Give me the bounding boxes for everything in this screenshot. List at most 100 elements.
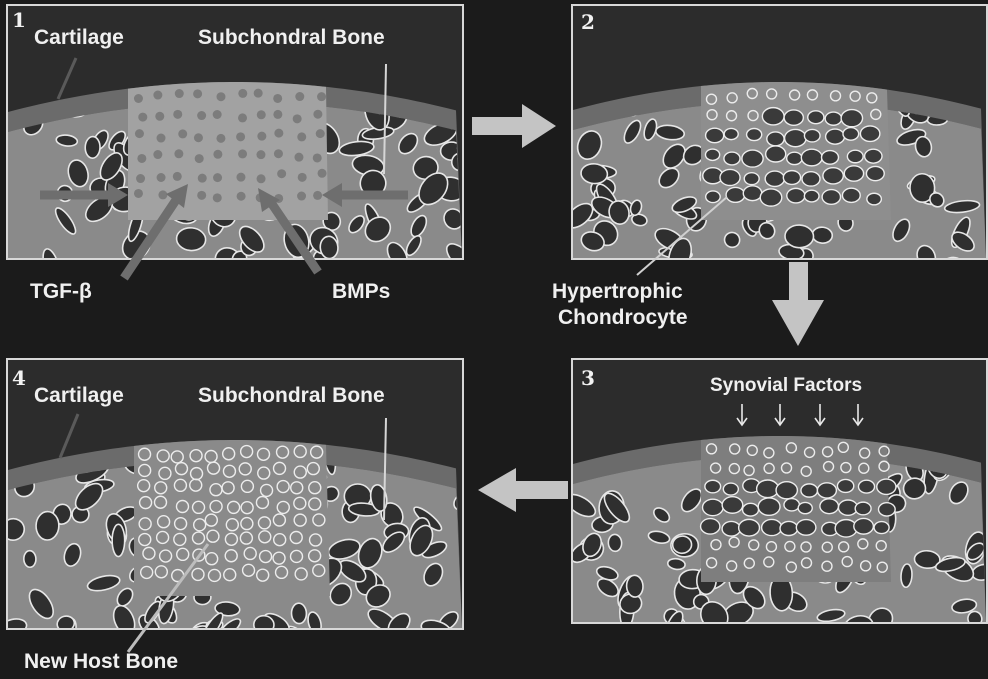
hypertrophic-chondrocyte xyxy=(766,146,786,162)
hypertrophic-chondrocyte xyxy=(867,193,882,205)
hypertrophic-chondrocyte xyxy=(760,189,782,206)
bmps-label: BMPs xyxy=(332,280,390,304)
cell xyxy=(134,94,143,103)
cell xyxy=(216,134,225,143)
hypertrophic-chondrocyte xyxy=(837,479,853,492)
hypertrophic-chondrocyte xyxy=(723,483,738,495)
panel-number: 1 xyxy=(12,8,26,32)
hypertrophic-chondrocyte xyxy=(726,187,745,202)
cell xyxy=(238,89,247,98)
cell xyxy=(194,133,203,142)
panel-number: 4 xyxy=(12,366,26,390)
marrow-space xyxy=(85,136,100,158)
cell xyxy=(293,114,302,123)
panel-1-subchondral-label: Subchondral Bone xyxy=(198,26,385,50)
cell xyxy=(138,113,147,122)
cell xyxy=(236,132,245,141)
hypertrophic-chondrocyte xyxy=(776,482,797,499)
cell xyxy=(197,191,206,200)
hypertrophic-chondrocyte xyxy=(783,171,800,185)
cell xyxy=(273,110,282,119)
panel-4-cartilage-label: Cartilage xyxy=(34,384,124,408)
hypertrophic-chondrocyte xyxy=(844,166,863,181)
cell xyxy=(178,129,187,138)
cell xyxy=(213,173,222,182)
cell xyxy=(216,92,225,101)
marrow-space xyxy=(36,511,60,540)
hypertrophic-chondrocyte xyxy=(874,522,889,534)
hypertrophic-chondrocyte xyxy=(722,521,740,536)
hypertrophic-chondrocyte xyxy=(842,188,860,202)
hypertrophic-chondrocyte xyxy=(743,503,759,516)
hypertrophic-chondrocyte xyxy=(742,150,763,167)
cell xyxy=(257,174,266,183)
hypertrophic-chondrocyte xyxy=(841,110,862,127)
hypertrophic-chondrocyte xyxy=(825,112,841,125)
hypertrophic-chondrocyte xyxy=(877,479,896,494)
hypertrophic-chondrocyte xyxy=(787,152,802,164)
hypertrophic-chondrocyte xyxy=(865,149,882,163)
hypertrophic-chondrocyte xyxy=(747,129,762,141)
hypertrophic-chondrocyte xyxy=(706,191,721,203)
hypertrophic-chondrocyte xyxy=(757,480,779,498)
cell xyxy=(257,132,266,141)
hypertrophic-chondrocyte xyxy=(701,519,720,534)
hypertrophic-chondrocyte xyxy=(724,128,738,139)
hypertrophic-chondrocyte xyxy=(804,190,819,202)
hypertrophic-chondrocyte xyxy=(798,502,812,513)
hypertrophic-chondrocyte xyxy=(817,483,836,498)
cell xyxy=(274,194,283,203)
cell xyxy=(137,154,146,163)
cell xyxy=(193,89,202,98)
graft-region xyxy=(134,440,330,596)
cell xyxy=(294,153,303,162)
cell xyxy=(316,129,325,138)
hypertrophic-chondrocyte xyxy=(780,521,798,535)
hypertrophic-chondrocyte xyxy=(879,503,896,516)
hypertrophic-chondrocyte xyxy=(765,171,784,186)
cell xyxy=(257,110,266,119)
cell xyxy=(274,149,283,158)
hypertrophic-chondrocyte xyxy=(744,173,759,185)
hypertrophic-chondrocyte xyxy=(866,166,884,180)
hypertrophic-chondrocyte xyxy=(847,150,863,163)
cell xyxy=(238,113,247,122)
synovial-factors-label: Synovial Factors xyxy=(710,374,862,398)
cell xyxy=(213,110,222,119)
hypertrophic-chondrocyte xyxy=(855,502,871,515)
cell xyxy=(175,192,184,201)
cell xyxy=(155,112,164,121)
cell xyxy=(277,169,286,178)
hypertrophic-chondrocyte xyxy=(705,149,719,160)
hypertrophic-chondrocyte xyxy=(820,499,839,514)
new-host-bone-label: New Host Bone xyxy=(24,650,178,674)
cell xyxy=(236,173,245,182)
panel-number: 2 xyxy=(581,10,595,34)
hypertrophic-chondrocyte xyxy=(706,128,724,142)
cell xyxy=(135,129,144,138)
marrow-space xyxy=(784,224,814,248)
hypertrophic-chondrocyte xyxy=(758,498,780,515)
marrow-space xyxy=(291,603,307,624)
hypertrophic-chondrocyte xyxy=(785,129,807,146)
cell xyxy=(174,149,183,158)
cell xyxy=(213,193,222,202)
cell xyxy=(153,150,162,159)
hypertrophic-chondrocyte xyxy=(802,172,820,186)
cell xyxy=(213,150,222,159)
cell xyxy=(297,132,306,141)
marrow-space xyxy=(626,575,644,598)
arrow-down xyxy=(772,262,824,346)
graft-region xyxy=(701,436,896,582)
panel-1-cartilage-label: Cartilage xyxy=(34,26,124,50)
hypertrophic-chondrocyte xyxy=(762,519,782,535)
hypertrophic-chondrocyte xyxy=(808,111,824,124)
cell xyxy=(313,153,322,162)
hypertrophic-chondrocyte xyxy=(822,190,840,205)
graft-region xyxy=(701,82,891,220)
cell xyxy=(256,193,265,202)
cell xyxy=(173,110,182,119)
graft-region xyxy=(128,82,328,220)
panel-3-scene xyxy=(573,360,986,622)
